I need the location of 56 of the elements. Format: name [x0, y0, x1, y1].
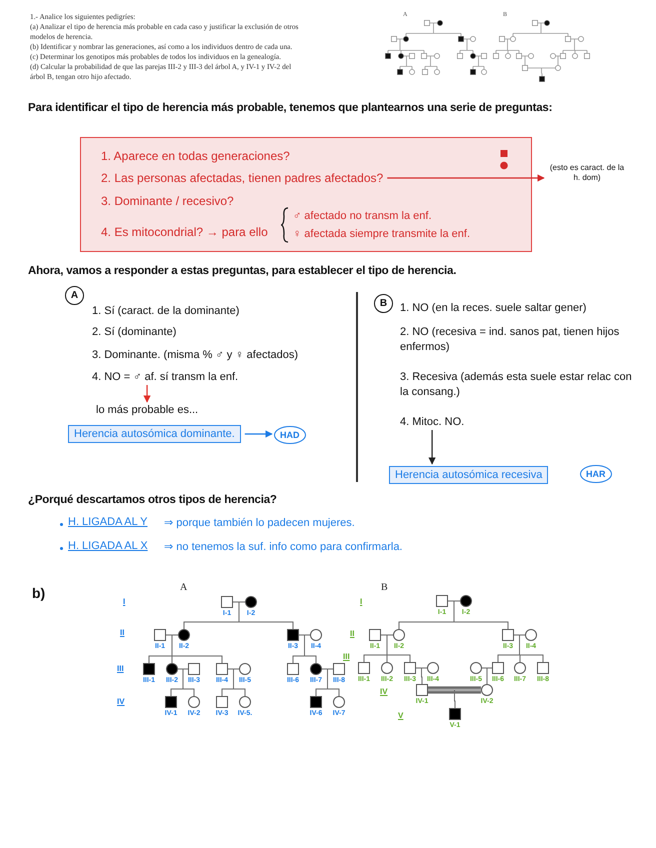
answer-text: 2. NO (recesiva = ind. sanos pat, tienen hijos enfermos)	[400, 325, 620, 355]
section-badge: B	[374, 294, 393, 313]
descent-line	[519, 634, 544, 662]
descent-line	[304, 634, 316, 664]
question-panel	[80, 137, 532, 252]
descent-line	[182, 668, 194, 696]
descent-line	[233, 668, 246, 696]
answer-text: 4. Mitoc. NO.	[400, 416, 464, 428]
question-text: 1. Aparece en todas generaciones?	[101, 149, 290, 163]
answer-text: 4. NO = ♂ af. sí transm la enf.	[92, 371, 238, 383]
question-text: 3. Dominante / recesivo?	[101, 194, 234, 208]
answer-text: 3. Recesiva (además esta suele estar relac con la consang.)	[400, 370, 633, 400]
question-text: 2. Las personas afectadas, tienen padres afectados?	[101, 171, 384, 185]
note-text: ♀ afectada siempre transmite la enf.	[293, 228, 470, 240]
descent-line	[386, 634, 410, 662]
arrow	[244, 430, 273, 438]
pedigree-label: A	[180, 582, 188, 593]
pedigree-label: B	[381, 582, 388, 593]
answer-text: 1. Sí (caract. de la dominante)	[92, 304, 240, 319]
answer-text: 1. NO (en la reces. suele saltar gener)	[400, 301, 588, 316]
generation-label: III	[117, 664, 124, 673]
inheritance-type-text: H. LIGADA AL X	[68, 540, 148, 552]
section-label: b)	[32, 585, 46, 601]
generation-label: II	[350, 629, 354, 638]
generation-label: III	[343, 652, 350, 661]
note-text: (esto es caract. de la h. dom)	[546, 163, 628, 184]
question-text: 4. Es mitocondrial? → para ello	[101, 225, 268, 239]
note-text: ♂ afectado no transm la enf.	[293, 210, 432, 222]
heading-text: Ahora, vamos a responder a estas preguntas, para establecer el tipo de herencia.	[28, 265, 456, 277]
generation-label: IV	[380, 687, 388, 696]
answer-text: 2. Sí (dominante)	[92, 325, 176, 340]
generation-label: I	[360, 597, 362, 606]
reason-text: ⇒ porque también lo padecen mujeres.	[164, 516, 355, 529]
consanguinity-line	[426, 686, 482, 694]
descent-line	[486, 668, 492, 684]
arrow	[387, 174, 545, 182]
conclusion-box: Herencia autosómica recesiva	[389, 466, 548, 484]
descent-line	[421, 668, 428, 684]
descent-line	[327, 668, 340, 696]
arrow	[143, 385, 151, 403]
conclusion-box: Herencia autosómica dominante.	[68, 425, 241, 443]
generation-label: II	[120, 628, 124, 637]
inheritance-type-text: H. LIGADA AL Y	[68, 516, 148, 528]
answer-text: 3. Dominante. (misma % ♂ y ♀ afectados)	[92, 348, 298, 363]
heading-text: Para identificar el tipo de herencia más probable, tenemos que plantearnos una serie de preguntas:	[28, 102, 552, 114]
heading-text: ¿Porqué descartamos otros tipos de herencia?	[28, 494, 277, 506]
descent-line	[454, 690, 482, 708]
generation-label: IV	[117, 697, 125, 706]
answer-text: lo más probable es...	[96, 404, 198, 416]
abbreviation-badge: HAR	[580, 465, 612, 483]
generation-label: V	[398, 711, 404, 720]
generation-label: I	[123, 597, 126, 606]
abbreviation-badge: HAD	[274, 426, 306, 444]
reason-text: ⇒ no tenemos la suf. info como para confirmarla.	[164, 540, 402, 553]
section-badge: A	[65, 286, 84, 305]
arrow	[428, 430, 436, 465]
